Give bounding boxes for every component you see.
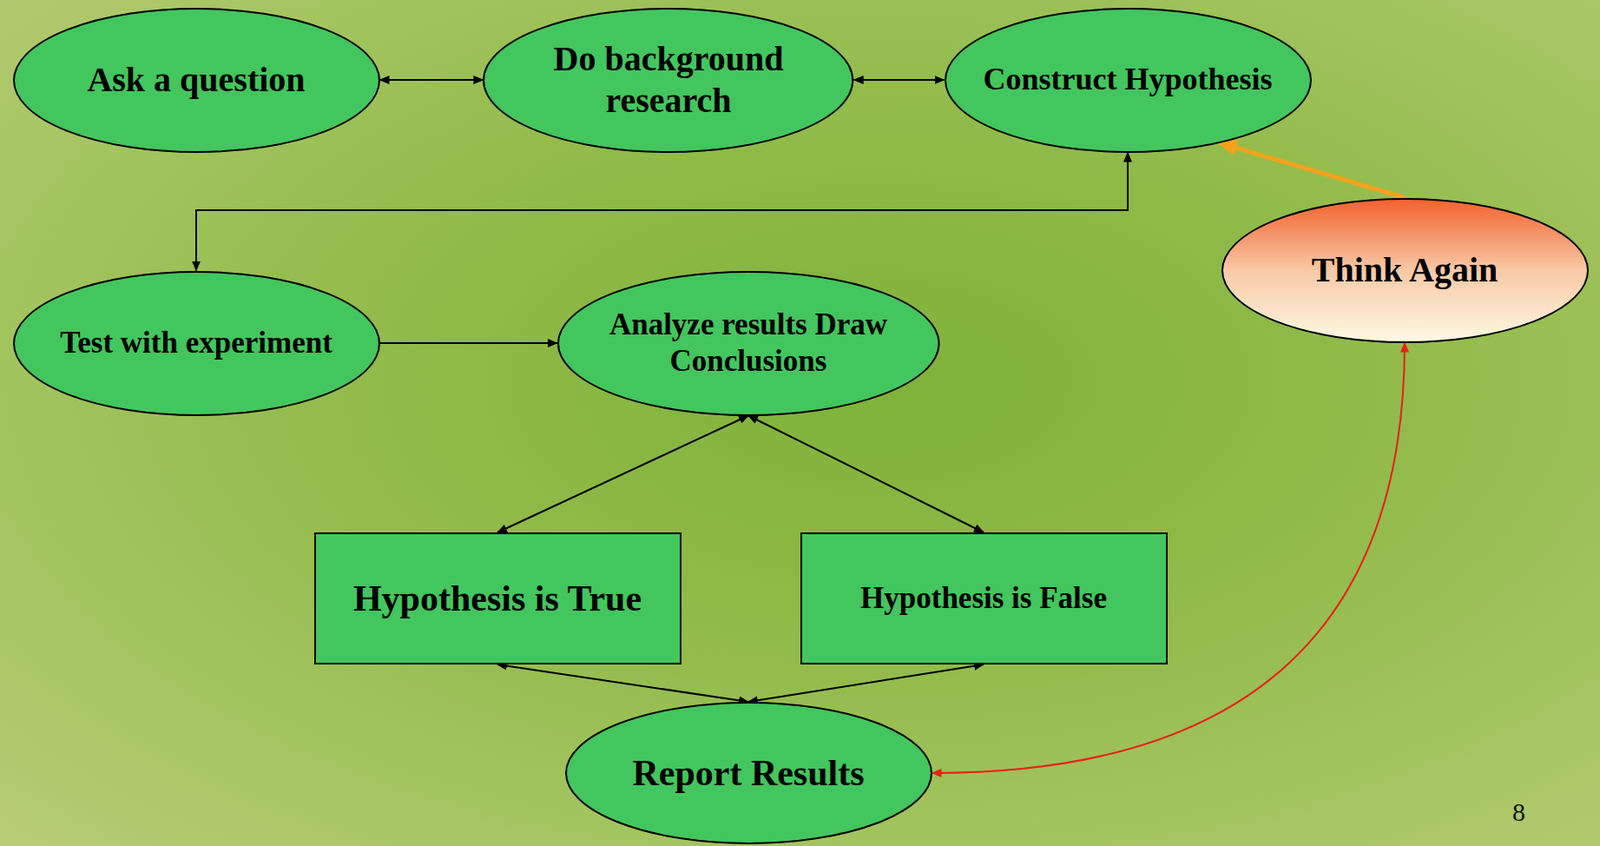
connector-arrow <box>854 79 945 81</box>
node-label: Test with experiment <box>59 324 333 362</box>
connector-arrow <box>380 342 558 344</box>
report-ellipse: Report Results <box>565 701 933 844</box>
think-again-ellipse: Think Again <box>1221 197 1589 343</box>
connector-arrow <box>748 664 984 702</box>
page-number: 8 <box>1512 796 1526 827</box>
ellipse-outline <box>482 7 854 153</box>
connector-arrow <box>497 664 749 702</box>
hypothesis-ellipse: Construct Hypothesis <box>944 7 1312 153</box>
node-label: Hypothesis is True <box>353 576 642 620</box>
node-label: Think Again <box>1311 249 1499 291</box>
true-box: Hypothesis is True <box>314 532 682 665</box>
node-label: Construct Hypothesis <box>982 60 1272 99</box>
node-label: Hypothesis is False <box>860 579 1107 617</box>
connector-arrow <box>748 415 984 534</box>
node-label: Report Results <box>632 750 864 795</box>
node-label: Analyze results Draw Conclusions <box>592 306 905 380</box>
analyze-ellipse: Analyze results Draw Conclusions <box>557 270 941 416</box>
node-label: Ask a question <box>86 59 305 101</box>
connector-arrow <box>380 79 484 81</box>
connector-arrow <box>497 415 749 534</box>
false-box: Hypothesis is False <box>800 532 1168 665</box>
experiment-ellipse: Test with experiment <box>13 270 381 416</box>
question-ellipse: Ask a question <box>13 7 381 153</box>
connector-arrow <box>1218 142 1405 198</box>
research-ellipse: Do background research <box>482 7 854 153</box>
ellipse-outline <box>557 270 941 416</box>
node-label: Do background research <box>525 38 812 122</box>
connector-arrow <box>196 152 1128 271</box>
